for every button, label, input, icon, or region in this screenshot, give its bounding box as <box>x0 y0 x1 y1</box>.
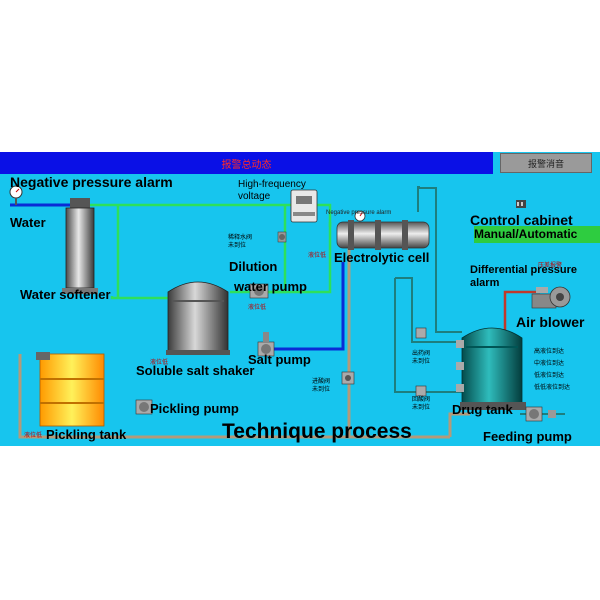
status-inlet-valve: 进酸阀 未到位 <box>312 379 331 393</box>
label-soluble-salt-shaker: Soluble salt shaker <box>136 363 255 378</box>
status-dilute-valve: 稀释水阀 未到位 <box>228 235 253 249</box>
label-drug-tank: Drug tank <box>452 402 513 417</box>
alarm-header-title: 报警总动态 <box>221 160 272 171</box>
status-level-cell: 液位低 <box>308 253 327 259</box>
cell-outlet-pipe <box>417 187 462 333</box>
acid-pipe-left <box>18 354 450 439</box>
salt-water-pipe <box>260 262 345 351</box>
label-differential-pressure-alarm: Differential pressure alarm <box>470 264 577 289</box>
salt-shaker-icon <box>166 281 230 355</box>
manual-automatic-toggle[interactable]: Manual/Automatic <box>474 226 600 243</box>
pickling-pump-icon <box>135 399 153 415</box>
tank-return-pipe2 <box>395 277 462 343</box>
feeding-pump-icon <box>525 406 556 422</box>
status-high-level: 高液位到达 <box>534 349 565 355</box>
manual-automatic-label: Manual/Automatic <box>474 227 578 241</box>
label-negative-pressure-alarm: Negative pressure alarm <box>10 174 173 190</box>
electrolytic-cell-icon <box>336 210 430 250</box>
status-return-valve: 回酸阀 未到位 <box>412 397 431 411</box>
page-title: Technique process <box>222 420 412 443</box>
status-level-dilution: 液位低 <box>248 305 267 311</box>
pickling-tank-icon <box>36 352 105 427</box>
status-lowlow-level: 低低液位到达 <box>534 385 571 391</box>
hf-voltage-icon <box>290 189 318 223</box>
label-electrolytic-cell: Electrolytic cell <box>334 250 430 265</box>
control-cabinet-icon <box>516 200 526 208</box>
label-water: Water <box>10 215 46 230</box>
water-softener-icon <box>62 198 98 294</box>
tank-valves-icon <box>456 340 464 392</box>
salt-pump-icon <box>257 332 275 357</box>
softened-water-pipe <box>90 203 332 227</box>
acid-to-tank <box>448 412 470 437</box>
status-level-salt: 液位低 <box>150 360 169 366</box>
label-feeding-pump: Feeding pump <box>483 429 572 444</box>
label-water-pump: water pump <box>234 279 307 294</box>
dilution-line <box>255 222 332 294</box>
process-screen: 报警总动态 报警消音 Negative pressure alarm Water… <box>0 152 600 446</box>
alarm-silence-button[interactable]: 报警消音 <box>500 153 592 173</box>
air-pipe <box>503 290 540 342</box>
label-water-softener: Water softener <box>20 287 111 302</box>
acid-valve-icon <box>341 371 355 385</box>
return-valve-icon <box>415 385 427 397</box>
label-control-cabinet: Control cabinet <box>470 212 573 228</box>
alarm-header-bar: 报警总动态 <box>0 152 493 174</box>
label-negative-pressure-alarm-small: Negative pressure alarm <box>326 210 392 216</box>
air-blower-icon <box>531 286 571 309</box>
dilution-valve-icon <box>277 231 287 243</box>
label-pickling-tank: Pickling tank <box>46 427 127 442</box>
softener-outlet-pipe <box>110 296 170 300</box>
status-level-pickling: 液位低 <box>24 433 43 439</box>
status-mid-level: 中液位到达 <box>534 361 565 367</box>
status-diff-alarm: 压差报警 <box>538 263 563 269</box>
process-diagram <box>9 185 571 439</box>
label-dilution: Dilution <box>229 259 278 274</box>
label-pickling-pump: Pickling pump <box>150 401 239 416</box>
label-air-blower: Air blower <box>516 314 585 330</box>
pressure-gauge-icon <box>9 185 23 205</box>
status-outlet-valve: 出药阀 未到位 <box>412 351 431 365</box>
tank-return-pipe <box>394 278 462 393</box>
drug-tank-icon <box>460 327 526 410</box>
outlet-valve-icon <box>415 327 427 339</box>
label-salt-pump: Salt pump <box>248 352 311 367</box>
dilution-pump-icon <box>249 283 269 299</box>
label-hf-voltage: High-frequency voltage <box>238 179 306 202</box>
status-low-level: 低液位到达 <box>534 373 565 379</box>
